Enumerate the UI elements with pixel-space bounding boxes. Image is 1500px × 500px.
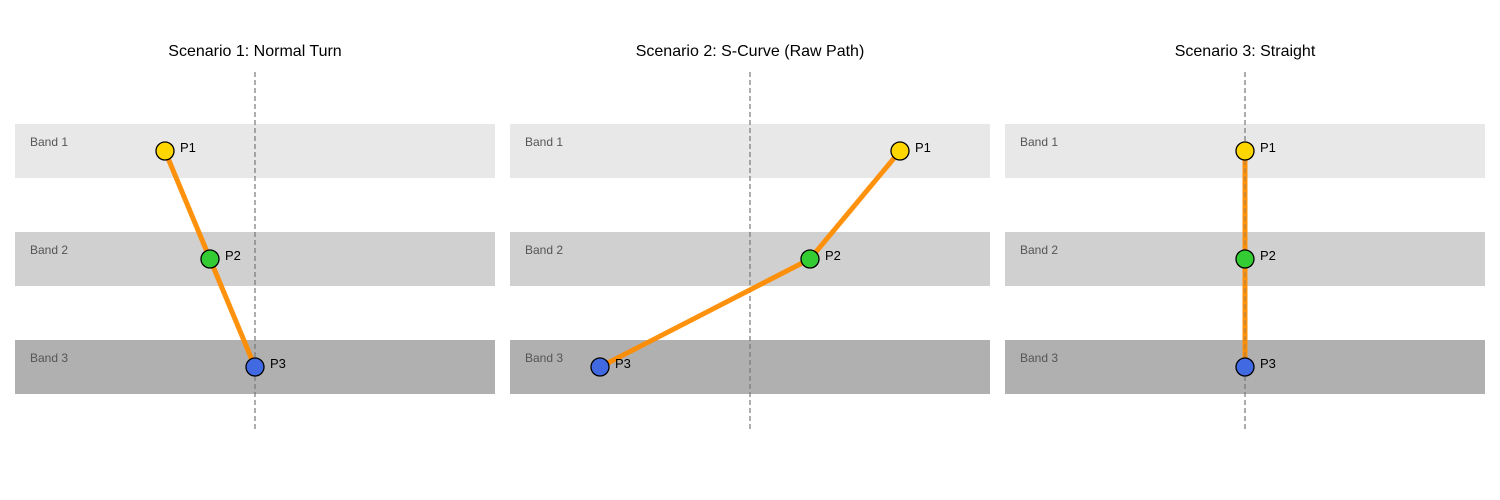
band-label: Band 1 [30,135,68,149]
scenario-panel-3: Scenario 3: Straight Band 1 Band 2 Band 3 P… [1005,43,1485,430]
scenario-title: Scenario 3: Straight [1175,43,1316,60]
scenario-title: Scenario 1: Normal Turn [168,43,341,60]
band-label: Band 3 [525,351,563,365]
band-label: Band 3 [1020,351,1058,365]
point-1-marker [890,141,910,161]
band-label: Band 2 [30,243,68,257]
band-label: Band 3 [30,351,68,365]
point-3-label: P3 [615,356,631,371]
scenario-title: Scenario 2: S-Curve (Raw Path) [636,43,865,60]
scenario-panel-2: Scenario 2: S-Curve (Raw Path) Band 1 Ban… [510,43,990,430]
point-2-marker [1235,249,1255,269]
point-1-label: P1 [180,140,196,155]
point-1-marker [1235,141,1255,161]
band-label: Band 1 [525,135,563,149]
point-3-marker [590,357,610,377]
point-3-label: P3 [270,356,286,371]
point-2-marker [800,249,820,269]
point-1-label: P1 [1260,140,1276,155]
point-2-label: P2 [1260,248,1276,263]
point-2-marker [200,249,220,269]
band-label: Band 1 [1020,135,1058,149]
band-label: Band 2 [1020,243,1058,257]
point-3-marker [245,357,265,377]
point-3-label: P3 [1260,356,1276,371]
band-label: Band 2 [525,243,563,257]
point-1-label: P1 [915,140,931,155]
scenario-panel-1: Scenario 1: Normal Turn Band 1 Band 2 Band… [15,43,495,430]
point-1-marker [155,141,175,161]
point-2-label: P2 [225,248,241,263]
point-2-label: P2 [825,248,841,263]
point-3-marker [1235,357,1255,377]
